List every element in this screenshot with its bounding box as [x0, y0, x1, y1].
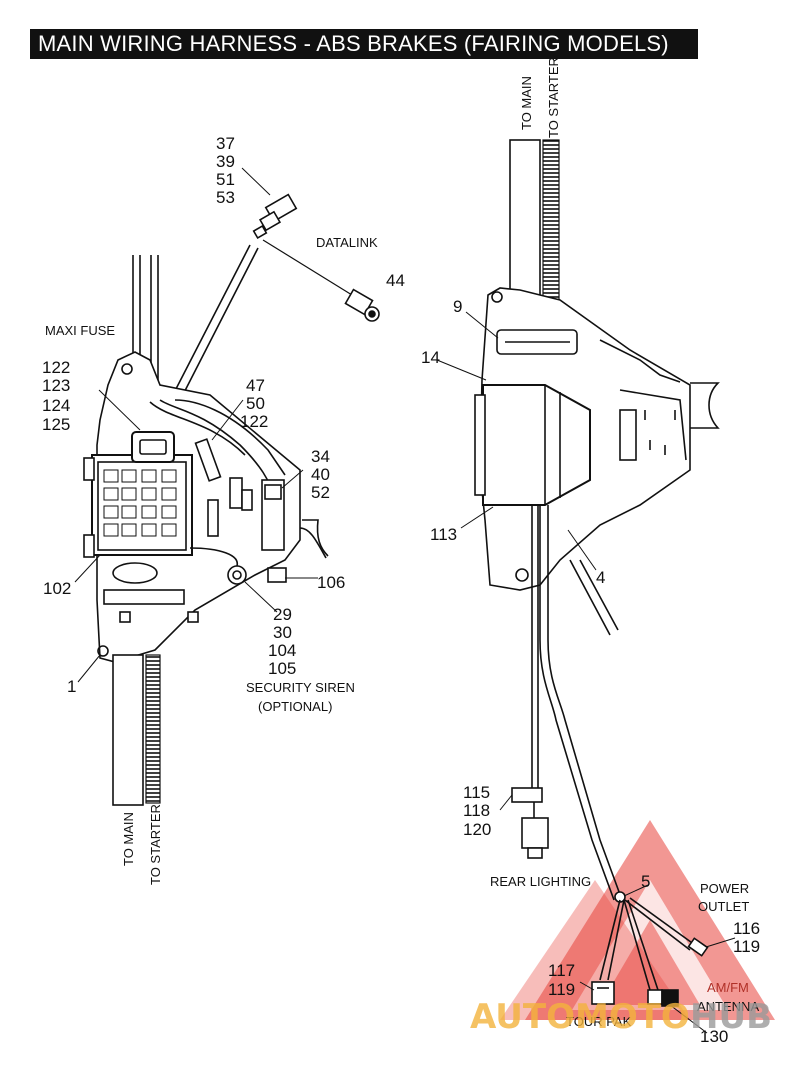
right-harness-assembly: [474, 139, 720, 1007]
callout-39: 39: [216, 152, 235, 171]
callout-29: 29: [273, 605, 292, 624]
callout-102: 102: [43, 579, 71, 598]
callout-119a: 119: [733, 937, 760, 956]
label-maxi-fuse: MAXI FUSE: [45, 323, 115, 338]
callout-34: 34: [311, 447, 330, 466]
title-bar: [30, 29, 698, 59]
watermark-auto: AUTO: [470, 997, 575, 1037]
callout-14: 14: [421, 348, 440, 367]
label-tour-pak: TOUR PAK: [566, 1014, 632, 1029]
callout-122a: 122: [42, 358, 70, 377]
label-to-starter-bottom: TO STARTER: [148, 804, 163, 885]
callout-122b: 122: [240, 412, 268, 431]
callout-125: 125: [42, 415, 70, 434]
label-to-main-top: TO MAIN: [519, 76, 534, 130]
callout-120: 120: [463, 820, 491, 839]
callout-50: 50: [246, 394, 265, 413]
watermark-hub: HUB: [690, 997, 772, 1037]
label-datalink: DATALINK: [316, 235, 378, 250]
left-harness-assembly: [83, 193, 380, 663]
callout-130: 130: [700, 1027, 728, 1046]
callout-40: 40: [311, 465, 330, 484]
callout-37: 37: [216, 134, 235, 153]
diagram-text: TO MAIN TO STARTER TO MAIN TO STARTER DA…: [42, 57, 760, 1046]
label-to-main-bottom: TO MAIN: [121, 812, 136, 866]
label-am-fm: AM/FM: [707, 980, 749, 995]
page-title: MAIN WIRING HARNESS - ABS BRAKES (FAIRIN…: [38, 31, 669, 56]
watermark-wordmark: AUTO MOTO HUB: [470, 997, 772, 1037]
label-to-starter-top: TO STARTER: [546, 57, 561, 138]
callout-116: 116: [733, 919, 760, 938]
label-optional: (OPTIONAL): [258, 699, 332, 714]
label-rear-lighting: REAR LIGHTING: [490, 874, 591, 889]
callout-123: 123: [42, 376, 70, 395]
callout-44: 44: [386, 271, 405, 290]
callout-53: 53: [216, 188, 235, 207]
callout-52: 52: [311, 483, 330, 502]
label-antenna: ANTENNA: [697, 999, 759, 1014]
callout-115: 115: [463, 783, 490, 802]
callout-104: 104: [268, 641, 296, 660]
callout-124: 124: [42, 396, 70, 415]
callout-118: 118: [463, 801, 490, 820]
callout-47: 47: [246, 376, 265, 395]
watermark-moto: MOTO: [575, 997, 690, 1037]
callout-113: 113: [430, 525, 457, 544]
label-security-siren: SECURITY SIREN: [246, 680, 355, 695]
callout-30: 30: [273, 623, 292, 642]
callout-9: 9: [453, 297, 462, 316]
callout-105: 105: [268, 659, 296, 678]
label-power: POWER: [700, 881, 749, 896]
callout-106: 106: [317, 573, 345, 592]
callout-4: 4: [596, 568, 605, 587]
callout-5: 5: [641, 872, 650, 891]
left-trunk-down: [112, 654, 161, 806]
leader-lines: [74, 167, 736, 1034]
callout-117: 117: [548, 961, 575, 980]
callout-119b: 119: [548, 980, 575, 999]
label-outlet: OUTLET: [698, 899, 749, 914]
callout-51: 51: [216, 170, 235, 189]
callout-1: 1: [67, 677, 76, 696]
